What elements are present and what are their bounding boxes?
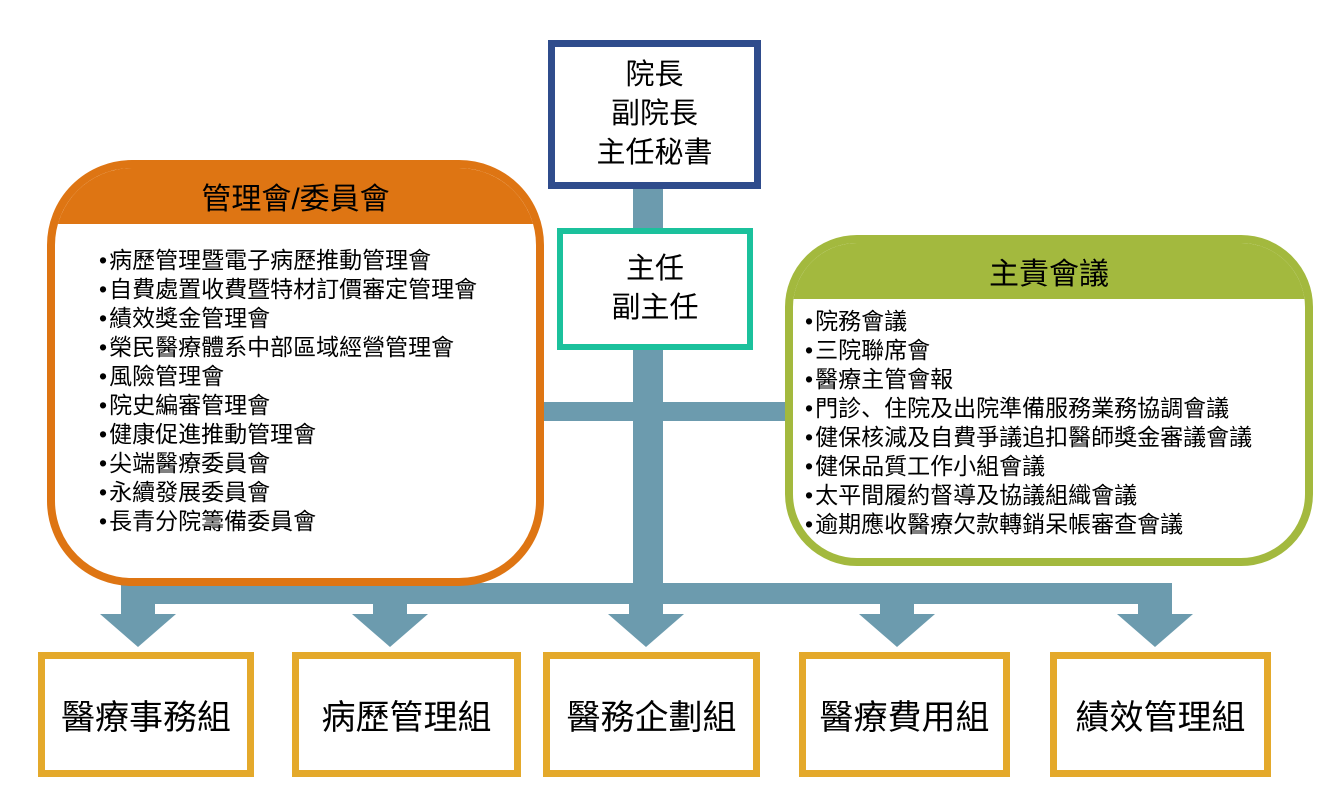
dept-box-medical-records: 病歷管理組 [292,652,521,777]
list-item: 尖端醫療委員會 [99,449,528,478]
list-item: 榮民醫療體系中部區域經營管理會 [99,333,528,362]
arrow-down-icon [608,614,684,647]
list-item: 健保品質工作小組會議 [805,452,1303,481]
dept-box-medical-planning: 醫務企劃組 [543,652,760,777]
director-box: 主任 副主任 [557,228,753,350]
list-item: 風險管理會 [99,362,528,391]
arrow-stem-4 [880,583,914,616]
list-item: 三院聯席會 [805,336,1303,365]
director-box-line: 主任 [625,253,684,285]
connector-horizontal-mid [512,402,804,421]
list-item: 門診、住院及出院準備服務業務協調會議 [805,394,1303,423]
arrow-stem-5 [1138,583,1172,616]
list-item: 長青分院籌備委員會 [99,507,528,536]
meeting-list: 院務會議 三院聯席會 醫療主管會報 門診、住院及出院準備服務業務協調會議 健保核… [793,299,1305,539]
list-item: 太平間履約督導及協議組織會議 [805,481,1303,510]
arrow-down-icon [352,614,428,647]
dept-box-performance-mgmt: 績效管理組 [1050,652,1271,777]
panel-management-committees: 管理會/委員會 病歷管理暨電子病歷推動管理會 自費處置收費暨特材訂價審定管理會 … [47,160,544,586]
list-item: 永續發展委員會 [99,478,528,507]
panel-title: 主責會議 [793,243,1305,299]
list-item: 病歷管理暨電子病歷推動管理會 [99,246,528,275]
list-item: 健康促進推動管理會 [99,420,528,449]
connector-vertical-spine [633,160,663,600]
director-box-line: 副主任 [611,292,699,324]
arrow-stem-3 [629,583,663,616]
list-item: 健保核減及自費爭議追扣醫師獎金審議會議 [805,423,1303,452]
list-item: 醫療主管會報 [805,365,1303,394]
list-item: 績效獎金管理會 [99,304,528,333]
dept-box-medical-affairs: 醫療事務組 [38,652,254,777]
list-item: 院務會議 [805,307,1303,336]
arrow-down-icon [1117,614,1193,647]
arrow-down-icon [859,614,935,647]
executive-box-line: 院長 [625,59,684,91]
arrow-stem-1 [121,583,155,616]
list-item: 逾期應收醫療欠款轉銷呆帳審查會議 [805,510,1303,539]
panel-responsible-meetings: 主責會議 院務會議 三院聯席會 醫療主管會報 門診、住院及出院準備服務業務協調會… [785,235,1313,566]
executive-box-line: 主任秘書 [596,137,713,169]
panel-title: 管理會/委員會 [55,168,536,224]
list-item: 院史編審管理會 [99,391,528,420]
arrow-down-icon [100,614,176,647]
executive-box: 院長 副院長 主任秘書 [548,40,761,189]
dept-box-medical-fees: 醫療費用組 [799,652,1010,777]
executive-box-line: 副院長 [610,98,698,130]
arrow-stem-2 [373,583,407,616]
committee-list: 病歷管理暨電子病歷推動管理會 自費處置收費暨特材訂價審定管理會 績效獎金管理會 … [55,224,536,536]
list-item: 自費處置收費暨特材訂價審定管理會 [99,275,528,304]
